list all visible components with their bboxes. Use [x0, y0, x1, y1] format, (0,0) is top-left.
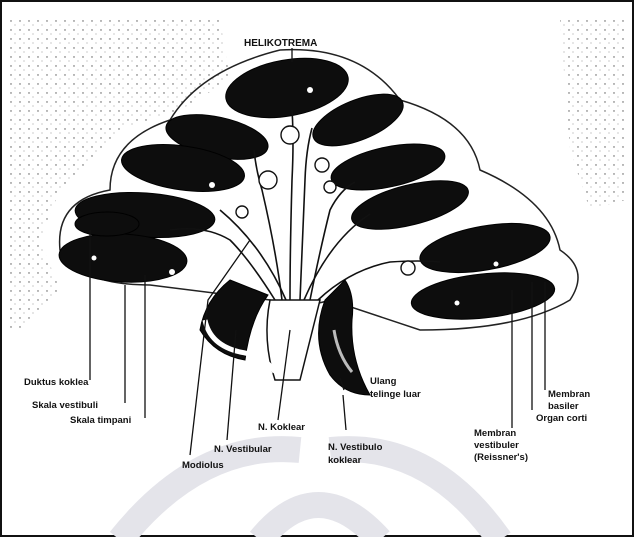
label-membran-basiler-2: basiler	[548, 401, 579, 412]
label-skala-vestibuli: Skala vestibuli	[32, 400, 98, 411]
label-n-koklear: N. Koklear	[258, 422, 305, 433]
label-tulang-telinga-luar-1: Ulang	[370, 376, 397, 387]
label-membran-vestibuler-1: Membran	[474, 428, 516, 439]
label-n-vestibular: N. Vestibular	[214, 444, 272, 455]
duktus-koklea-section	[75, 212, 139, 236]
label-membran-vestibuler-2: vestibuler	[474, 440, 519, 451]
label-helikotrema: HELIKOTREMA	[244, 38, 317, 49]
label-n-vestibulo-koklear-1: N. Vestibulo	[328, 442, 383, 453]
label-n-vestibulo-koklear-2: koklear	[328, 455, 362, 466]
label-membran-vestibuler-3: (Reissner's)	[474, 452, 528, 463]
label-tulang-telinga-luar-2: telinge luar	[370, 389, 421, 400]
label-membran-basiler-1: Membran	[548, 389, 590, 400]
label-skala-timpani: Skala timpani	[70, 415, 131, 426]
label-organ-corti: Organ corti	[536, 413, 587, 424]
label-modiolus: Modiolus	[182, 460, 224, 471]
label-duktus-koklea: Duktus koklea	[24, 377, 89, 388]
